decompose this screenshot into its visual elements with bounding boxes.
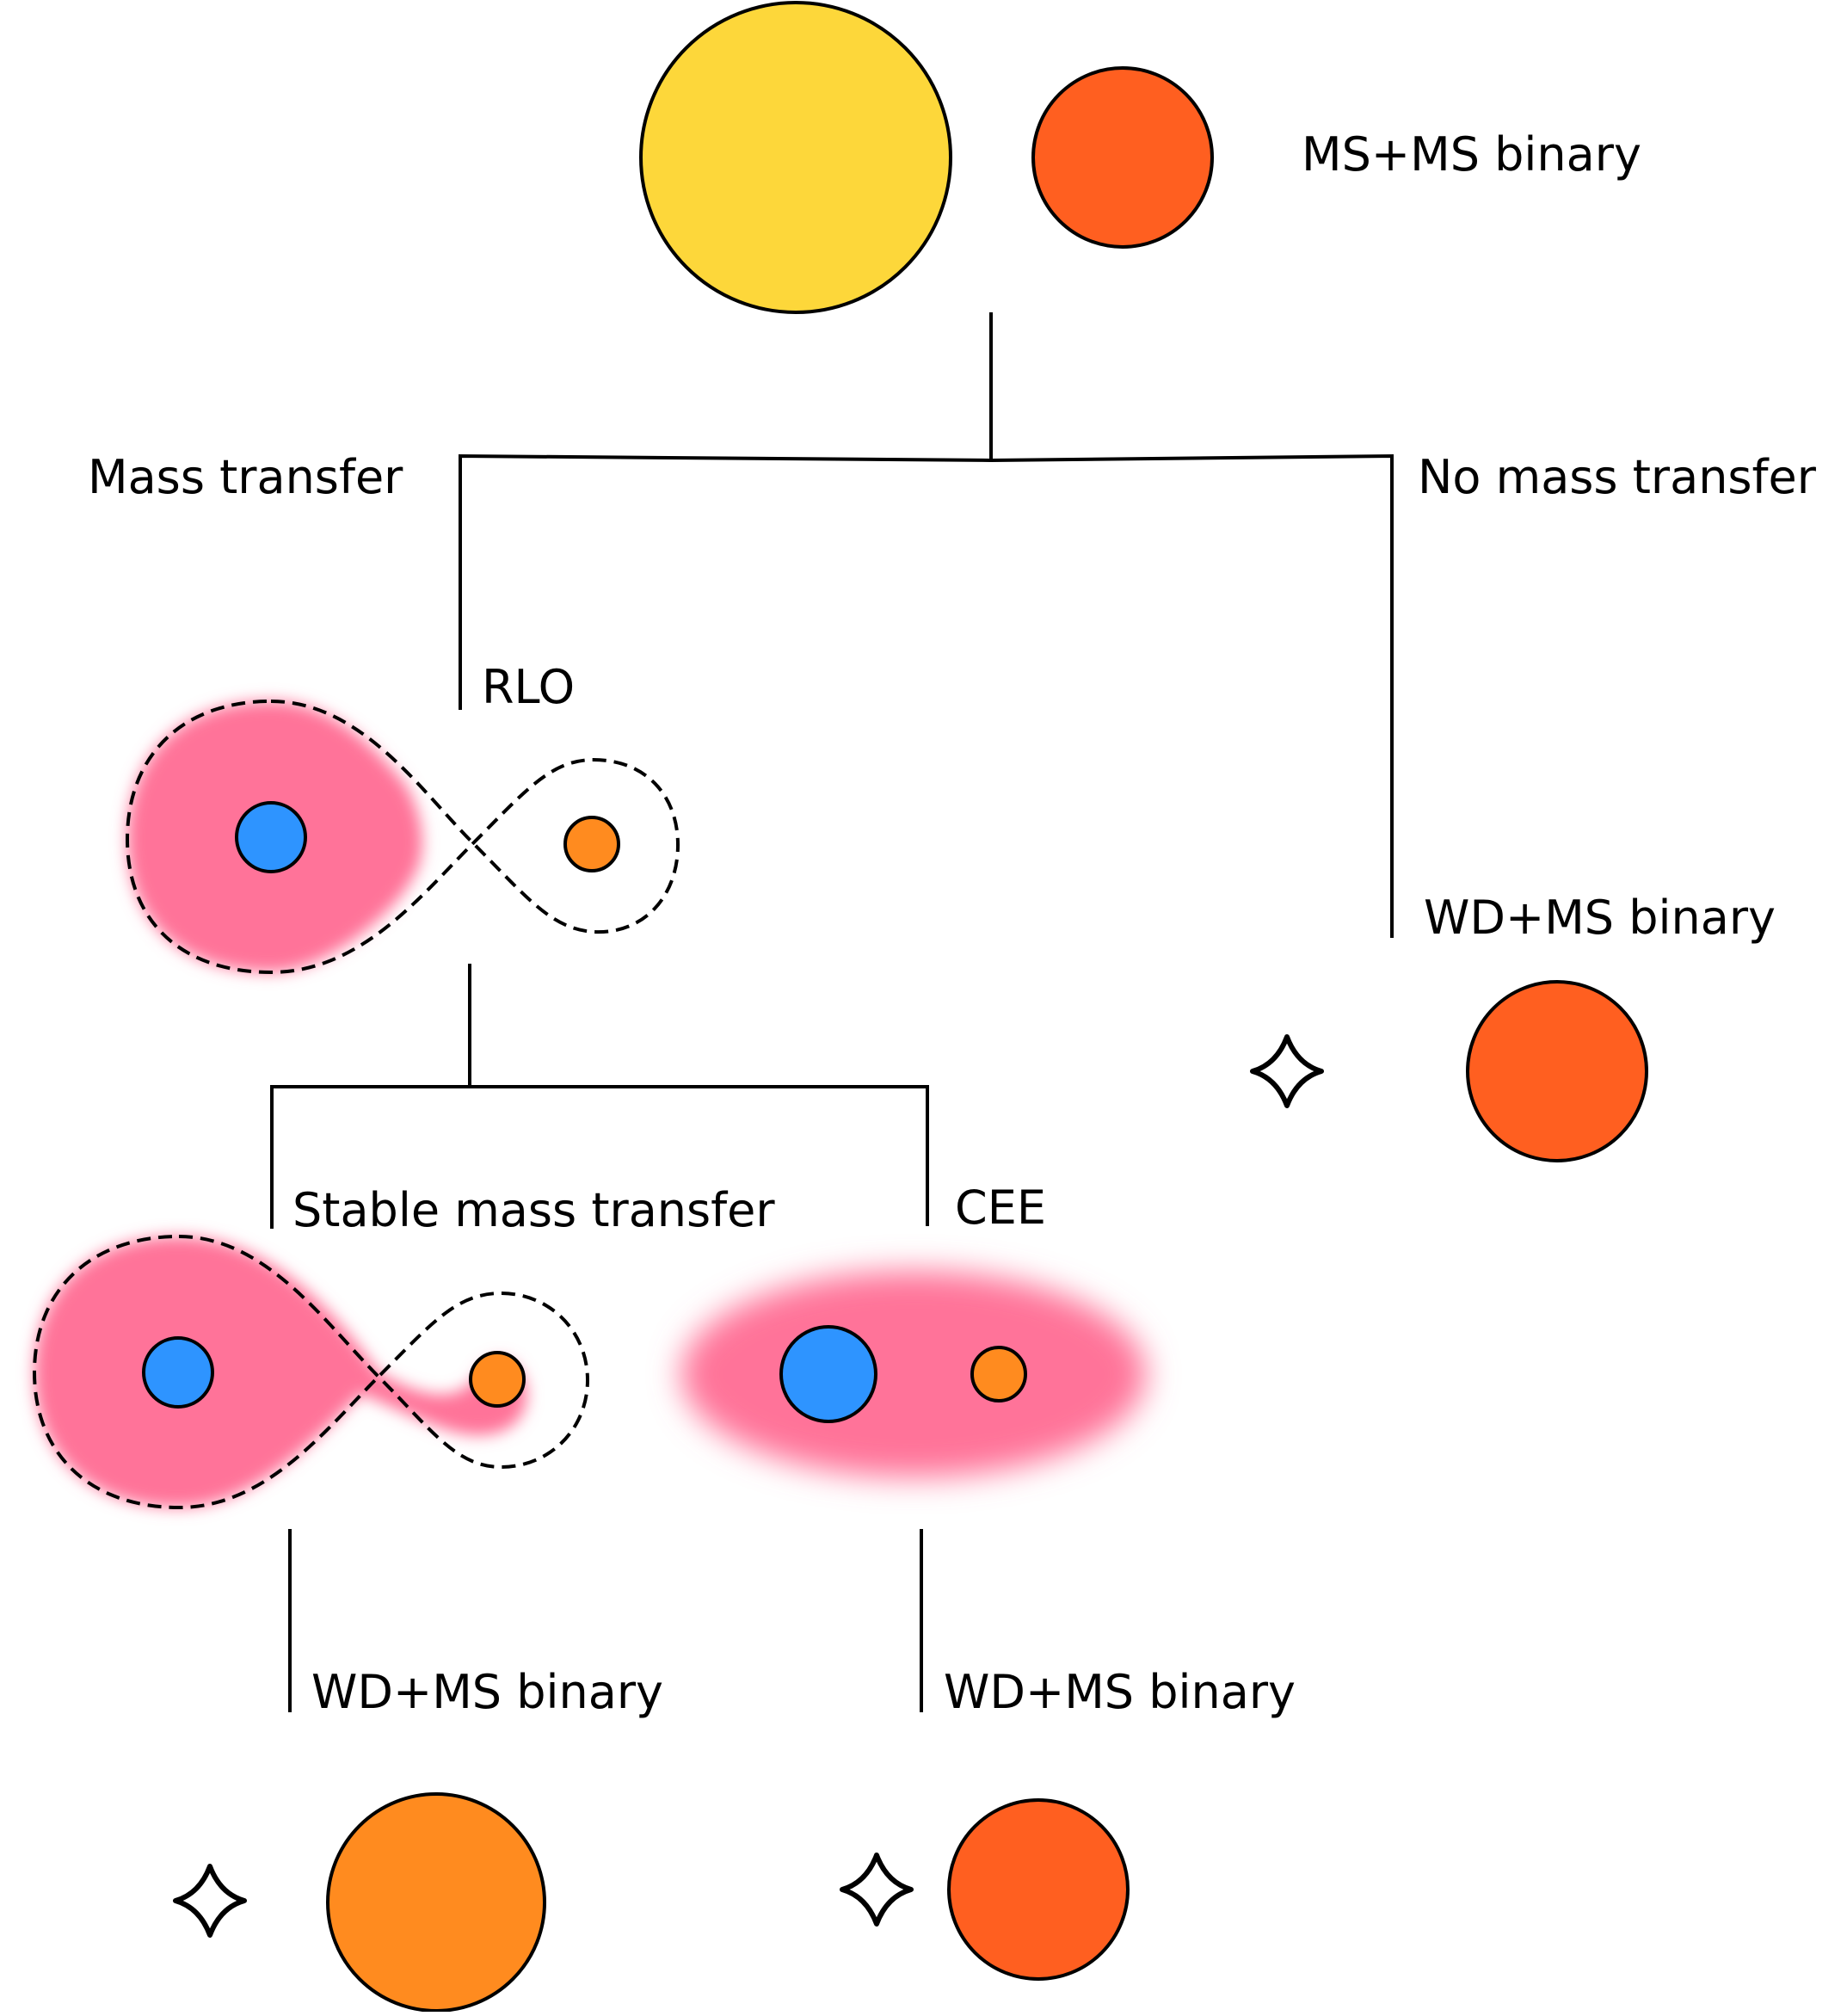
- stable-mass-transfer-system: [32, 1234, 590, 1510]
- rlo-companion-star: [563, 816, 620, 872]
- label-cee: CEE: [955, 1181, 1046, 1235]
- common-envelope-fill: [681, 1271, 1146, 1477]
- ms-companion-star: [1466, 980, 1648, 1162]
- tree-second-split: [270, 964, 929, 1229]
- stable-roche-lobe-outline: [32, 1234, 590, 1510]
- cee-system: [681, 1271, 1146, 1477]
- branch-line-stable: [270, 1085, 470, 1229]
- outcome-lines: [288, 1529, 923, 1712]
- label-rlo: RLO: [482, 660, 575, 714]
- label-wd-ms-cee: WD+MS binary: [944, 1665, 1296, 1719]
- label-stable-mass-transfer: Stable mass transfer: [292, 1183, 775, 1237]
- branch-line-cee: [470, 1085, 929, 1226]
- rlo-white-dwarf-core: [235, 801, 307, 873]
- branch-line-left: [459, 453, 992, 710]
- secondary-ms-star: [1031, 66, 1214, 249]
- stable-companion-star: [469, 1351, 526, 1408]
- cee-white-dwarf-core: [779, 1325, 877, 1423]
- primary-ms-star: [639, 1, 952, 314]
- tree-first-split: [459, 312, 1394, 938]
- ms-companion-star-large: [326, 1792, 546, 2013]
- branch-line-right: [990, 453, 1394, 938]
- wd-ms-cee-outcome: [840, 1798, 1130, 1981]
- label-ms-ms-binary: MS+MS binary: [1302, 127, 1641, 182]
- label-wd-ms-stable: WD+MS binary: [311, 1665, 663, 1719]
- white-dwarf-sparkle-icon: [1250, 1034, 1324, 1108]
- stable-white-dwarf-core: [142, 1336, 214, 1409]
- label-mass-transfer: Mass transfer: [88, 450, 403, 504]
- white-dwarf-sparkle-icon: [173, 1864, 247, 1938]
- rlo-system: [125, 699, 680, 975]
- white-dwarf-sparkle-icon: [840, 1853, 914, 1927]
- wd-ms-stable-outcome: [173, 1792, 546, 2013]
- label-wd-ms-no-transfer: WD+MS binary: [1424, 891, 1776, 945]
- cee-companion-star: [970, 1346, 1027, 1403]
- label-no-mass-transfer: No mass transfer: [1418, 450, 1817, 504]
- wd-ms-no-transfer-group: [1250, 980, 1648, 1162]
- stable-envelope-fill: [34, 1236, 527, 1507]
- ms-companion-star: [947, 1798, 1130, 1981]
- ms-ms-binary-group: MS+MS binary: [639, 1, 1641, 314]
- roche-lobe-outline: [125, 699, 680, 975]
